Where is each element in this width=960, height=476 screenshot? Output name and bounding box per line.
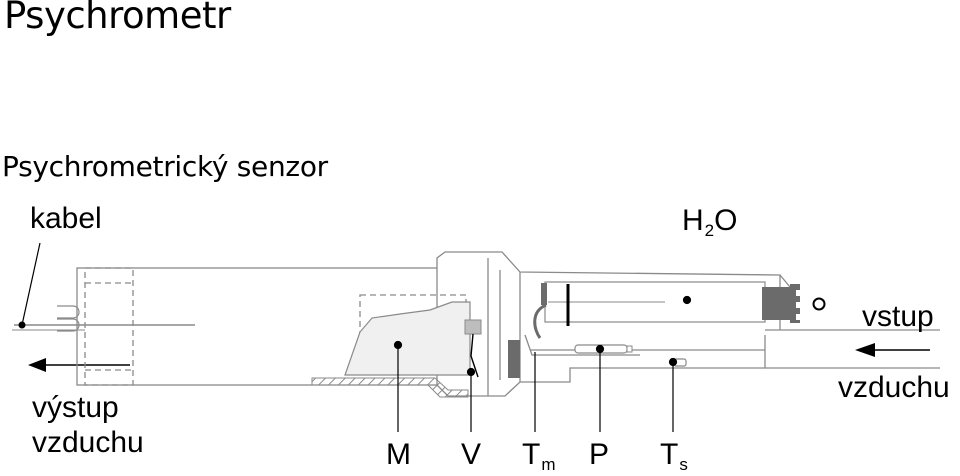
label-m: M — [386, 438, 411, 471]
cable — [12, 242, 195, 332]
sensor-components — [464, 319, 687, 378]
label-v: V — [461, 438, 482, 471]
label-h2o-sub: 2 — [704, 221, 715, 240]
label-vstup-line2: vzduchu — [838, 371, 950, 404]
middle-housing — [436, 251, 940, 397]
label-h2o-o: O — [714, 204, 738, 237]
threaded-plug — [762, 284, 826, 323]
label-vystup-line2: vzduchu — [32, 426, 144, 459]
label-h2o: H2O — [682, 204, 738, 240]
label-tm: Tm — [522, 438, 556, 474]
label-ts: Ts — [660, 438, 688, 474]
label-vystup-line1: výstup — [32, 391, 119, 424]
label-kabel: kabel — [30, 202, 102, 235]
hatched-wall — [311, 377, 469, 398]
outlet-air-arrow — [28, 358, 130, 372]
page-title: Psychrometr — [4, 0, 231, 37]
label-tm-t: T — [522, 438, 541, 471]
sample-cavity — [344, 301, 471, 376]
label-vstup-line1: vstup — [862, 300, 934, 333]
callouts — [393, 295, 692, 432]
label-tm-sub: m — [541, 455, 556, 474]
water-tube — [533, 281, 766, 339]
label-p: P — [589, 438, 610, 471]
page-subtitle: Psychrometrický senzor — [2, 150, 328, 183]
label-ts-t: T — [660, 438, 679, 471]
label-ts-sub: s — [679, 455, 688, 474]
inlet-air-arrow — [855, 343, 930, 357]
label-h2o-h: H — [682, 204, 704, 237]
